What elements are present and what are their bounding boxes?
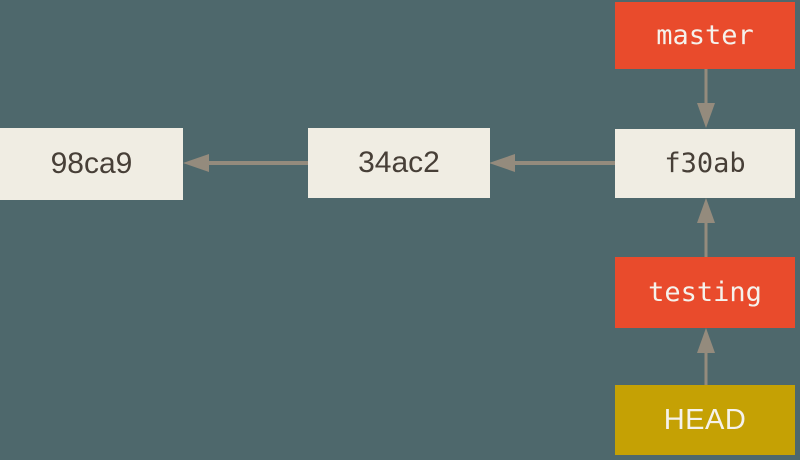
branch-label-testing: testing <box>615 257 795 328</box>
commit-box-f30ab: f30ab <box>615 129 795 198</box>
branch-label-master: master <box>615 2 795 69</box>
head-label: HEAD <box>615 385 795 455</box>
arrow-master-to-f30ab <box>697 68 715 128</box>
commit-hash-f30ab: f30ab <box>664 148 746 179</box>
arrow-34ac2-to-98ca9 <box>183 154 309 172</box>
commit-hash-34ac2: 34ac2 <box>358 146 440 179</box>
arrow-f30ab-to-34ac2 <box>489 154 616 172</box>
commit-box-98ca9: 98ca9 <box>0 128 183 200</box>
branch-name-testing: testing <box>648 277 762 308</box>
commit-hash-98ca9: 98ca9 <box>50 147 133 180</box>
head-name: HEAD <box>663 403 747 436</box>
arrow-testing-to-f30ab <box>697 198 715 258</box>
commit-box-34ac2: 34ac2 <box>308 128 490 198</box>
arrow-head-to-testing <box>697 328 715 386</box>
branch-name-master: master <box>656 20 754 51</box>
